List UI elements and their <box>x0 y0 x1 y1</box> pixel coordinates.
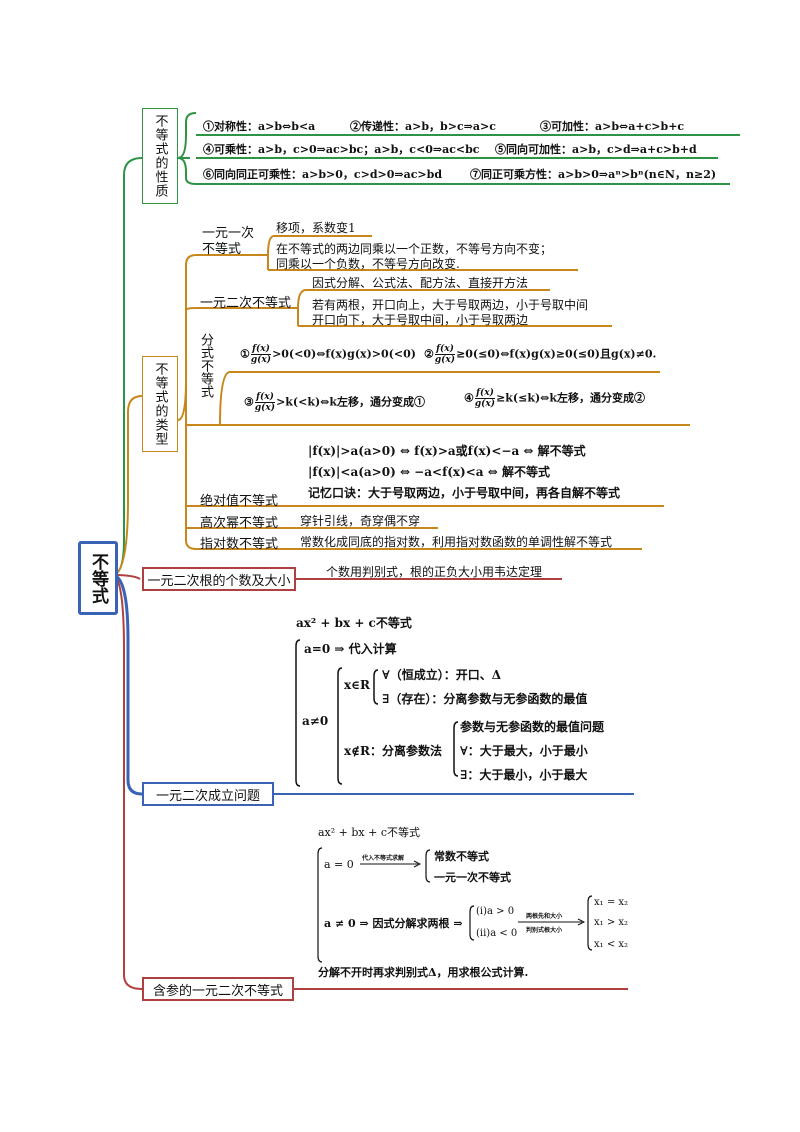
param-head: ax² + bx + c不等式 <box>318 826 420 839</box>
param-a0: a = 0 <box>324 858 354 871</box>
quadratic-label: 一元二次不等式 <box>200 296 292 311</box>
param-i1: (i)a > 0 <box>476 906 515 917</box>
param-label: 含参的一元二次不等式 <box>152 983 283 999</box>
param-foot: 分解不开时再求判别式Δ，用求根公式计算. <box>318 966 529 979</box>
frac-2-num: f(x) <box>435 344 455 355</box>
prop-item-4: ④可乘性：a>b，c>0⇒ac>bc；a>b，c<0⇒ac<bc <box>203 143 480 156</box>
frac-4-fraction: f(x)g(x) <box>475 388 495 409</box>
param-node: 含参的一元二次不等式 <box>142 977 294 1001</box>
roots-count-node: 一元二次根的个数及大小 <box>142 567 296 591</box>
frac-4-den: g(x) <box>474 399 496 409</box>
param-r2: x₁ > x₂ <box>594 917 629 928</box>
holds-a0: a=0 ⇒ 代入计算 <box>304 642 397 656</box>
frac-1-fraction: f(x)g(x) <box>251 344 271 365</box>
prop-item-2: ②传递性：a>b，b>c⇒a>c <box>350 120 496 133</box>
frac-3-fraction: f(x)g(x) <box>255 392 275 413</box>
quadratic-line-1: 因式分解、公式法、配方法、直接开方法 <box>312 276 529 290</box>
frac-4-text: ≥k(≤k)⇔k左移，通分变成② <box>496 391 645 405</box>
linear-label-1: 一元一次 <box>202 226 255 241</box>
frac-1-marker: ① <box>240 347 250 361</box>
frac-3-text: >k(<k)⇔k左移，通分变成① <box>276 395 425 409</box>
linear-line-3: 同乘以一个负数，不等号方向改变. <box>276 257 460 271</box>
holds-xnotinr: x∉R：分离参数法 <box>344 744 443 758</box>
frac-2-marker: ② <box>424 347 434 361</box>
quadratic-line-3: 开口向下，大于号取中间，小于号取两边 <box>312 313 529 327</box>
linear-line-1: 移项，系数变1 <box>276 221 356 235</box>
frac-3-den: g(x) <box>254 403 276 413</box>
high-degree-label: 高次幂不等式 <box>200 516 279 531</box>
holds-forall: ∀（恒成立）：开口、Δ <box>382 668 502 682</box>
param-c2: 一元一次不等式 <box>434 871 511 884</box>
frac-3-num: f(x) <box>255 392 275 403</box>
param-r1: x₁ = x₂ <box>594 897 629 908</box>
param-arrow-note-1: 两根先和大小 <box>526 913 563 920</box>
exp-log-label: 指对数不等式 <box>200 537 279 552</box>
param-r3: x₁ < x₂ <box>594 939 629 950</box>
abs-line-3: 记忆口诀：大于号取两边，小于号取中间，再各自解不等式 <box>308 486 621 500</box>
frac-1-num: f(x) <box>251 344 271 355</box>
prop-item-6: ⑥同向同正可乘性：a>b>0，c>d>0⇒ac>bd <box>203 168 443 181</box>
frac-4-marker: ④ <box>464 391 474 405</box>
fractional-label: 分式不等式 <box>198 333 213 398</box>
prop-item-1: ①对称性：a>b⇔b<a <box>203 120 316 133</box>
frac-2-den: g(x) <box>434 355 456 365</box>
holds-sep-1: 参数与无参函数的最值问题 <box>460 720 605 734</box>
absolute-label: 绝对值不等式 <box>200 494 279 509</box>
frac-1-text: >0(<0)⇔f(x)g(x)>0(<0) <box>272 347 416 361</box>
param-arrow-note-2: 判别式根大小 <box>526 927 563 934</box>
abs-line-2: |f(x)|<a(a>0) ⇔ −a<f(x)<a ⇔ 解不等式 <box>308 465 550 479</box>
holds-xinr: x∈R <box>344 678 371 692</box>
param-c1: 常数不等式 <box>434 850 489 863</box>
holds-head: ax² + bx + c不等式 <box>296 616 412 630</box>
frac-1-den: g(x) <box>250 355 272 365</box>
linear-line-2: 在不等式的两边同乘以一个正数，不等号方向不变； <box>276 242 553 256</box>
linear-label-2: 不等式 <box>202 242 242 257</box>
prop-item-5: ⑤同向可加性：a>b，c>d⇒a+c>b+d <box>495 143 697 156</box>
holds-exists: ∃（存在）：分离参数与无参函数的最值 <box>382 692 588 706</box>
abs-line-1: |f(x)|>a(a>0) ⇔ f(x)>a或f(x)<−a ⇔ 解不等式 <box>308 444 586 458</box>
root-node: 不等式 <box>78 541 118 615</box>
roots-count-text: 个数用判别式，根的正负大小用韦达定理 <box>326 565 543 579</box>
holds-sep-3: ∃：大于最小，小于最大 <box>460 768 588 782</box>
param-aneq: a ≠ 0 ⇒ 因式分解求两根 ⇒ <box>324 917 463 930</box>
frac-2-fraction: f(x)g(x) <box>435 344 455 365</box>
high-degree-text: 穿针引线，奇穿偶不穿 <box>300 514 421 528</box>
param-i2: (ii)a < 0 <box>476 928 518 939</box>
holds-sep-2: ∀：大于最大，小于最小 <box>460 744 588 758</box>
holds-node: 一元二次成立问题 <box>142 782 274 806</box>
holds-aneq: a≠0 <box>302 714 329 728</box>
prop-item-3: ③可加性：a>b⇔a+c>b+c <box>540 120 685 133</box>
root-title: 不等式 <box>88 552 108 604</box>
holds-label: 一元二次成立问题 <box>155 788 260 804</box>
types-node: 不等式的类型 <box>142 356 178 452</box>
prop-item-7: ⑦同正可乘方性：a>b>0⇒aⁿ>bⁿ(n∈N，n≥2) <box>470 168 717 181</box>
quadratic-line-2: 若有两根，开口向上，大于号取两边，小于号取中间 <box>312 298 589 312</box>
properties-node: 不等式的性质 <box>142 108 178 204</box>
types-label: 不等式的类型 <box>152 362 168 446</box>
roots-count-label: 一元二次根的个数及大小 <box>147 573 291 589</box>
frac-4-num: f(x) <box>475 388 495 399</box>
param-a0-arrow-note: 代入不等式求解 <box>362 855 405 862</box>
frac-2-text: ≥0(≤0)⇔f(x)g(x)≥0(≤0)且g(x)≠0. <box>456 347 657 361</box>
properties-label: 不等式的性质 <box>152 114 168 198</box>
exp-log-text: 常数化成同底的指对数，利用指对数函数的单调性解不等式 <box>300 535 613 549</box>
frac-3-marker: ③ <box>244 395 254 409</box>
